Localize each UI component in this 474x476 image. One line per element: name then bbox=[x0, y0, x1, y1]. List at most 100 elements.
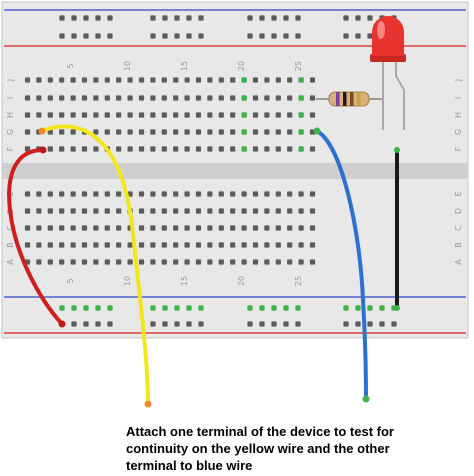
hole bbox=[70, 208, 76, 214]
hole bbox=[107, 15, 113, 21]
hole bbox=[161, 259, 167, 265]
hole bbox=[184, 259, 190, 265]
row-letter: J bbox=[454, 79, 463, 82]
hole bbox=[150, 95, 156, 101]
active-hole bbox=[355, 305, 361, 311]
active-hole bbox=[59, 305, 65, 311]
hole bbox=[127, 259, 133, 265]
hole bbox=[264, 242, 270, 248]
hole bbox=[218, 95, 224, 101]
hole bbox=[195, 259, 202, 265]
hole bbox=[93, 191, 99, 197]
hole bbox=[150, 242, 156, 248]
hole bbox=[295, 33, 301, 39]
hole bbox=[252, 259, 259, 265]
resistor-band bbox=[357, 92, 361, 106]
hole bbox=[298, 242, 304, 248]
hole bbox=[195, 129, 202, 135]
row-letter: D bbox=[454, 208, 463, 214]
hole bbox=[70, 225, 76, 231]
hole bbox=[116, 112, 122, 118]
hole bbox=[116, 95, 122, 101]
hole bbox=[241, 259, 247, 265]
hole bbox=[116, 129, 122, 135]
hole bbox=[247, 15, 253, 21]
active-hole bbox=[379, 305, 385, 311]
hole bbox=[264, 259, 270, 265]
active-hole bbox=[298, 129, 304, 135]
hole bbox=[218, 208, 224, 214]
active-hole bbox=[298, 112, 304, 118]
row-letter: H bbox=[454, 112, 463, 118]
jumper-wires bbox=[7, 124, 400, 408]
hole bbox=[93, 225, 99, 231]
hole bbox=[218, 259, 224, 265]
hole bbox=[138, 225, 145, 231]
hole bbox=[127, 146, 133, 152]
hole bbox=[138, 77, 145, 83]
hole bbox=[173, 259, 179, 265]
hole bbox=[275, 208, 281, 214]
red-wire bbox=[7, 148, 64, 326]
hole bbox=[287, 259, 293, 265]
hole bbox=[184, 208, 190, 214]
hole bbox=[252, 191, 259, 197]
hole bbox=[127, 242, 133, 248]
hole bbox=[391, 321, 397, 327]
hole bbox=[230, 259, 236, 265]
hole bbox=[173, 242, 179, 248]
hole bbox=[36, 95, 42, 101]
hole bbox=[47, 77, 53, 83]
hole bbox=[59, 15, 65, 21]
hole bbox=[47, 146, 53, 152]
hole bbox=[127, 77, 133, 83]
hole bbox=[195, 242, 202, 248]
hole bbox=[218, 112, 224, 118]
hole bbox=[298, 225, 304, 231]
hole bbox=[275, 146, 281, 152]
hole bbox=[287, 112, 293, 118]
hole bbox=[195, 225, 202, 231]
hole bbox=[367, 15, 373, 21]
hole bbox=[195, 208, 202, 214]
hole bbox=[81, 259, 88, 265]
hole bbox=[127, 129, 133, 135]
hole bbox=[174, 15, 180, 21]
hole bbox=[59, 77, 65, 83]
caption-line-3: terminal to blue wire bbox=[126, 458, 253, 473]
hole bbox=[116, 191, 122, 197]
hole bbox=[150, 321, 156, 327]
hole bbox=[184, 95, 190, 101]
row-letter: C bbox=[6, 225, 15, 231]
hole bbox=[59, 129, 65, 135]
hole bbox=[36, 208, 42, 214]
led-body bbox=[372, 16, 404, 56]
caption-line-2: continuity on the yellow wire and the ot… bbox=[126, 441, 390, 456]
hole bbox=[161, 95, 167, 101]
hole bbox=[116, 259, 122, 265]
yellow-wire-end bbox=[144, 400, 152, 408]
yellow-wire-end bbox=[38, 127, 46, 135]
row-letter: C bbox=[454, 225, 463, 231]
blue-wire bbox=[315, 129, 368, 401]
hole bbox=[309, 112, 316, 118]
hole bbox=[81, 191, 88, 197]
hole bbox=[81, 112, 88, 118]
hole bbox=[107, 321, 113, 327]
hole bbox=[107, 33, 113, 39]
hole bbox=[173, 146, 179, 152]
active-hole bbox=[71, 305, 77, 311]
hole bbox=[259, 33, 265, 39]
hole bbox=[195, 95, 202, 101]
active-hole bbox=[298, 146, 304, 152]
blue-wire-end bbox=[362, 395, 370, 403]
column-number-top: 20 bbox=[237, 61, 246, 71]
hole bbox=[264, 208, 270, 214]
resistor-band bbox=[343, 92, 347, 106]
column-number-bottom: 20 bbox=[237, 276, 246, 286]
red-wire-end bbox=[39, 146, 47, 154]
hole bbox=[309, 77, 316, 83]
hole bbox=[207, 242, 213, 248]
hole bbox=[59, 112, 65, 118]
